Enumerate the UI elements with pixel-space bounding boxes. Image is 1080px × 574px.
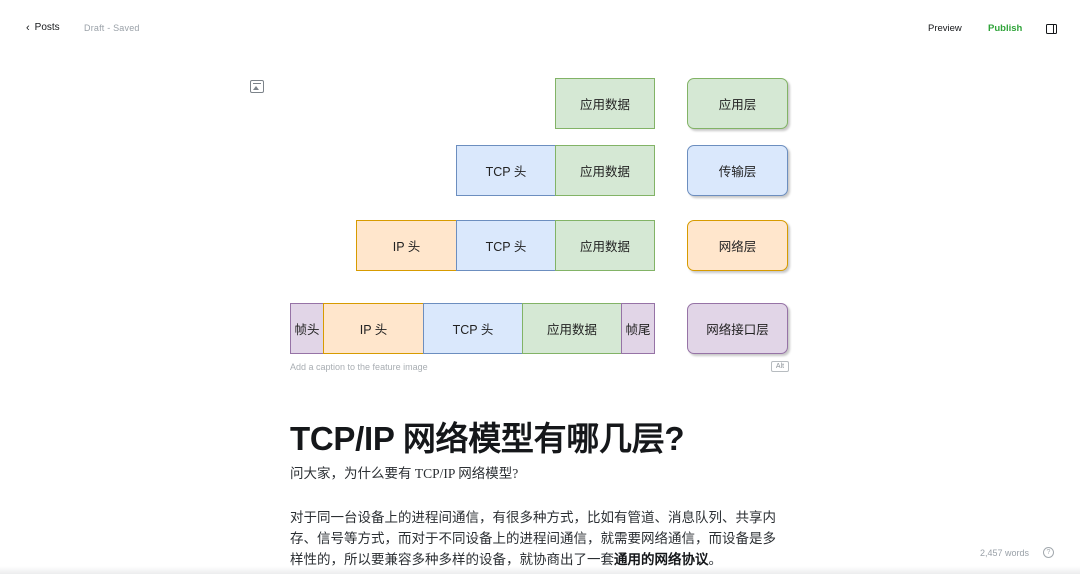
publish-button[interactable]: Publish (988, 23, 1023, 34)
paragraph-2[interactable]: 对于同一台设备上的进程间通信，有很多种方式，比如有管道、消息队列、共享内存、信号… (290, 507, 785, 570)
paragraph-1[interactable]: 问大家，为什么要有 TCP/IP 网络模型? (290, 466, 519, 481)
paragraph-2-bold: 通用的网络协议 (614, 552, 709, 567)
segment-frame-header: 帧头 (290, 303, 324, 354)
feature-image[interactable]: 应用数据 应用层 TCP 头 应用数据 传输层 IP 头 TCP 头 应用数据 … (290, 78, 790, 358)
layer-transport: 传输层 (687, 145, 788, 196)
segment-frame-trailer: 帧尾 (621, 303, 655, 354)
segment-app-data: 应用数据 (555, 145, 655, 196)
segment-ip-header: IP 头 (356, 220, 457, 271)
back-to-posts-link[interactable]: ‹ Posts (26, 22, 60, 33)
segment-tcp-header: TCP 头 (456, 220, 556, 271)
paragraph-2-text: 对于同一台设备上的进程间通信，有很多种方式，比如有管道、消息队列、共享内存、信号… (290, 510, 776, 567)
segment-app-data: 应用数据 (522, 303, 622, 354)
feature-image-caption-input[interactable]: Add a caption to the feature image (290, 362, 428, 372)
bottom-fade (0, 566, 1080, 574)
segment-tcp-header: TCP 头 (456, 145, 556, 196)
image-icon[interactable] (250, 80, 264, 93)
back-label: Posts (34, 22, 60, 33)
segment-app-data: 应用数据 (555, 220, 655, 271)
preview-button[interactable]: Preview (928, 23, 962, 34)
chevron-left-icon: ‹ (26, 21, 30, 34)
word-count: 2,457 words (980, 548, 1030, 558)
editor-topbar: ‹ Posts Draft - Saved Preview Publish (0, 0, 1080, 58)
help-icon[interactable]: ? (1043, 547, 1054, 558)
layer-network-interface: 网络接口层 (687, 303, 788, 354)
segment-ip-header: IP 头 (323, 303, 424, 354)
alt-text-button[interactable]: Alt (771, 361, 789, 372)
segment-tcp-header: TCP 头 (423, 303, 523, 354)
sidebar-toggle-icon[interactable] (1046, 24, 1057, 34)
layer-application: 应用层 (687, 78, 788, 129)
segment-app-data: 应用数据 (555, 78, 655, 129)
layer-network: 网络层 (687, 220, 788, 271)
paragraph-2-end: 。 (708, 552, 723, 567)
post-title[interactable]: TCP/IP 网络模型有哪几层? (290, 420, 685, 457)
draft-status: Draft - Saved (84, 23, 140, 33)
